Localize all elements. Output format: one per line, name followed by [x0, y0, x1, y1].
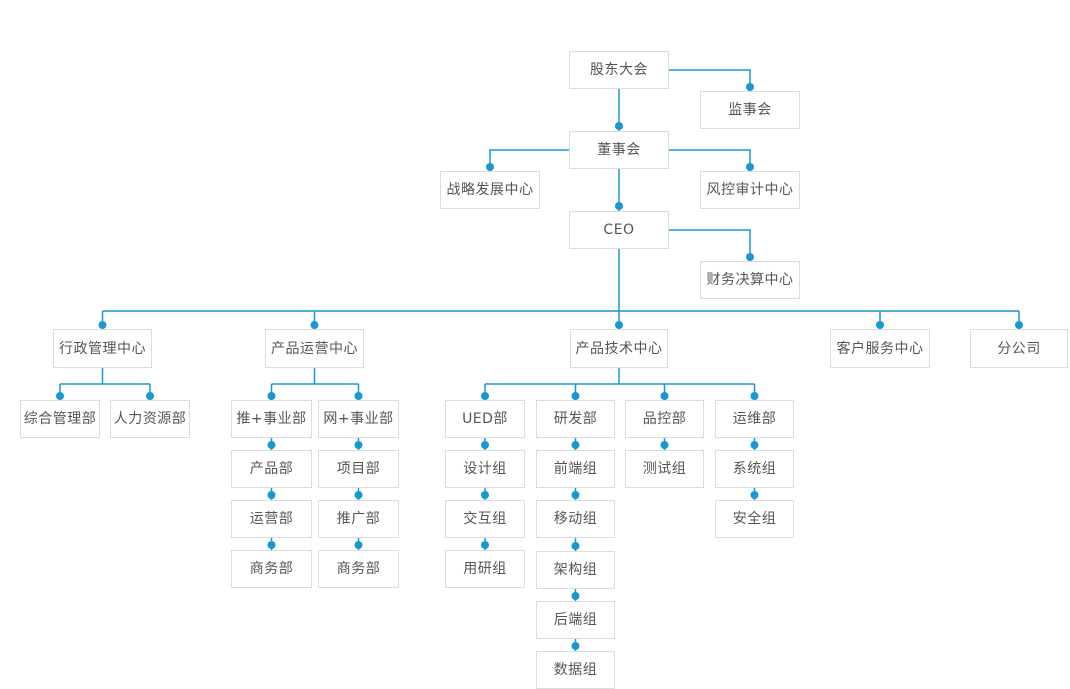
node-branch-company: 分公司: [970, 329, 1068, 368]
node-backend-group: 后端组: [536, 601, 615, 639]
node-shareholders-meeting: 股东大会: [569, 51, 669, 89]
node-wang-business-dept: 网+事业部: [318, 400, 399, 438]
node-test-group: 测试组: [625, 450, 704, 488]
node-product-dept: 产品部: [231, 450, 312, 488]
node-operations-dept: 运营部: [231, 500, 312, 538]
node-tui-business-dept: 推+事业部: [231, 400, 312, 438]
node-mobile-group: 移动组: [536, 500, 615, 538]
node-rd-dept: 研发部: [536, 400, 615, 438]
node-user-research-group: 用研组: [445, 550, 525, 588]
node-interaction-group: 交互组: [445, 500, 525, 538]
node-board-of-directors: 董事会: [569, 131, 669, 169]
node-project-dept: 项目部: [318, 450, 399, 488]
node-admin-management-center: 行政管理中心: [53, 329, 152, 368]
node-data-group: 数据组: [536, 651, 615, 689]
node-risk-audit-center: 风控审计中心: [700, 171, 800, 209]
node-ops-dept: 运维部: [715, 400, 794, 438]
node-product-operations-center: 产品运营中心: [265, 329, 364, 368]
node-frontend-group: 前端组: [536, 450, 615, 488]
node-design-group: 设计组: [445, 450, 525, 488]
node-supervisory-board: 监事会: [700, 91, 800, 129]
node-ceo: CEO: [569, 211, 669, 249]
node-system-group: 系统组: [715, 450, 794, 488]
node-ued-dept: UED部: [445, 400, 525, 438]
node-financial-settlement-center: 财务决算中心: [700, 261, 800, 299]
node-security-group: 安全组: [715, 500, 794, 538]
node-product-technology-center: 产品技术中心: [570, 329, 668, 368]
node-strategy-development-center: 战略发展中心: [440, 171, 540, 209]
node-hr-dept: 人力资源部: [110, 400, 190, 438]
node-architecture-group: 架构组: [536, 551, 615, 589]
node-customer-service-center: 客户服务中心: [830, 329, 930, 368]
node-qc-dept: 品控部: [625, 400, 704, 438]
node-general-management-dept: 综合管理部: [20, 400, 100, 438]
node-business-dept-wang: 商务部: [318, 550, 399, 588]
node-promotion-dept: 推广部: [318, 500, 399, 538]
node-business-dept-tui: 商务部: [231, 550, 312, 588]
